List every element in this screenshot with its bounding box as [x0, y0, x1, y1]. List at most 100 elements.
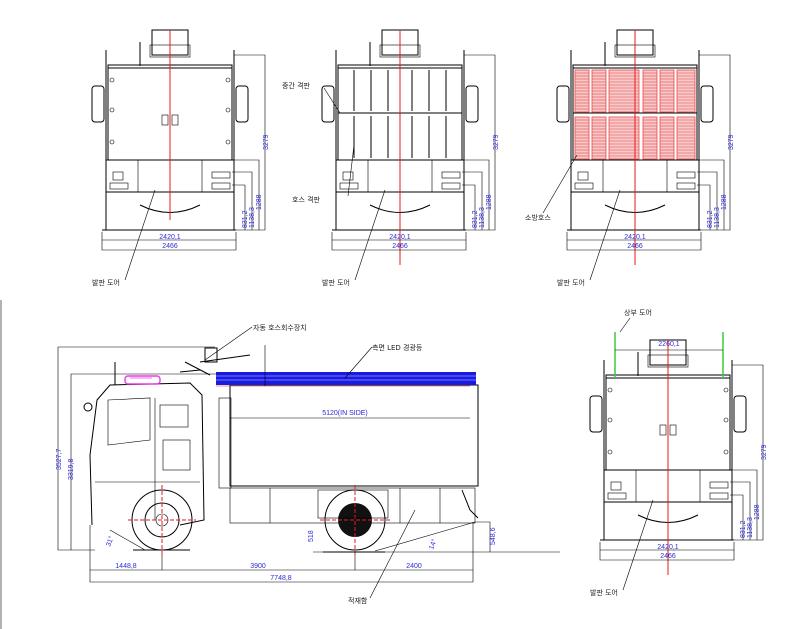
leader-line	[622, 499, 654, 591]
ground-clearance-label: 518	[308, 530, 315, 542]
front-overhang-label: 1448,8	[115, 563, 137, 570]
width-dim	[331, 232, 467, 251]
rear-light	[676, 171, 696, 179]
approach-angle-label: 31°	[104, 535, 115, 548]
inner-width-label: 2420,1	[624, 234, 646, 241]
body-height-label: 3319,8	[68, 458, 75, 480]
right-mirror-icon	[700, 85, 714, 123]
rear-step	[461, 489, 479, 519]
departure-angle-line	[374, 521, 476, 552]
rear-height-dim	[475, 521, 491, 552]
departure-angle-label: 14°	[427, 538, 438, 551]
drawing-line	[464, 54, 496, 231]
drawing-line	[462, 184, 476, 230]
height-label-h2: 1138,3	[479, 207, 486, 228]
top-width-label: 2260,1	[658, 341, 680, 348]
leader-line	[124, 189, 156, 281]
height-label-h1: 831,2	[472, 210, 479, 228]
leader-line	[344, 346, 373, 379]
hinge	[225, 107, 231, 113]
rear-light	[441, 182, 461, 190]
drawing-line	[232, 171, 253, 230]
outer-width-label: 2466	[162, 243, 178, 250]
hose-reel-callout: 자동 호스회수장치	[253, 323, 307, 332]
rear-light	[577, 171, 589, 181]
drawing-line	[730, 494, 744, 540]
height-label-h1: 831,2	[242, 210, 249, 228]
drawing-line	[697, 184, 711, 230]
right-mirror-icon	[733, 395, 747, 433]
left-mirror-icon	[91, 85, 105, 123]
ladder	[218, 397, 232, 489]
left-mirror-icon	[321, 85, 335, 123]
led-callout: 측면 LED 경광등	[372, 343, 423, 352]
width-dim	[599, 542, 735, 561]
right-mirror-icon	[235, 85, 249, 123]
leader-line	[347, 144, 355, 197]
drawing-line	[730, 481, 751, 540]
height-label-h2: 1138,3	[747, 517, 754, 538]
hinge	[109, 107, 115, 113]
leader-line	[204, 326, 253, 361]
rear-light	[211, 182, 231, 190]
led-light-bar	[216, 372, 476, 387]
fire-hose-callout: 소방호스	[525, 213, 551, 222]
width-dim	[101, 232, 237, 251]
hinge	[723, 449, 729, 455]
rear-overhang-label: 2400	[406, 563, 422, 570]
front-wheel	[128, 485, 196, 555]
cargo-callout: 적재함	[348, 596, 368, 605]
rear-light	[441, 171, 461, 179]
step-door-callout: 발판 도어	[557, 278, 585, 287]
door-handle	[171, 114, 179, 126]
height-label-h3: 1288	[486, 194, 493, 210]
rear-light	[342, 171, 354, 181]
leader-line	[323, 87, 341, 114]
rear-light	[610, 481, 622, 491]
truck-cab	[83, 362, 205, 526]
right-mirror-icon	[465, 85, 479, 123]
door-handle	[161, 114, 169, 126]
drawing-line	[234, 54, 266, 231]
door-handle	[669, 424, 677, 436]
drawing-line	[697, 159, 725, 230]
hinge	[109, 139, 115, 145]
overall-height-dim	[57, 346, 215, 551]
rear-light	[676, 182, 696, 190]
overall-length-dim	[89, 522, 474, 583]
step-door-callout: 발판 도어	[590, 588, 618, 597]
hose-partition-callout: 호스 격판	[292, 195, 321, 204]
middle-partition-callout: 중간 격판	[282, 81, 311, 90]
drawing-line	[462, 171, 483, 230]
inner-width-label: 2420,1	[159, 234, 181, 241]
hinge	[723, 387, 729, 393]
hinge	[723, 417, 729, 423]
hinge	[607, 417, 613, 423]
leader-line	[589, 189, 621, 281]
hose-reel-device	[179, 347, 251, 376]
height-label-total_height: 3279	[493, 134, 500, 150]
step-door-callout: 발판 도어	[322, 278, 350, 287]
leader-line	[369, 509, 416, 599]
height-label-total_height: 3279	[728, 134, 735, 150]
step-door-callout: 발판 도어	[92, 278, 120, 287]
height-label-h3: 1288	[754, 504, 761, 520]
height-label-total_height: 3279	[263, 134, 270, 150]
height-label-h2: 1138,3	[249, 207, 256, 228]
rear-light	[211, 171, 231, 179]
inside-length-label: 5120(IN SIDE)	[322, 410, 368, 417]
wheelbase-label: 3900	[250, 563, 266, 570]
body-height-dim	[70, 373, 230, 550]
left-mirror-icon	[556, 85, 570, 123]
drawing-line	[232, 159, 260, 230]
leader-line	[619, 317, 631, 333]
rear-light	[709, 481, 729, 489]
rear-light	[112, 171, 124, 181]
drawing-line	[699, 54, 731, 231]
top-door-callout: 상부 도어	[624, 308, 652, 317]
inner-width-label: 2420,1	[389, 234, 411, 241]
